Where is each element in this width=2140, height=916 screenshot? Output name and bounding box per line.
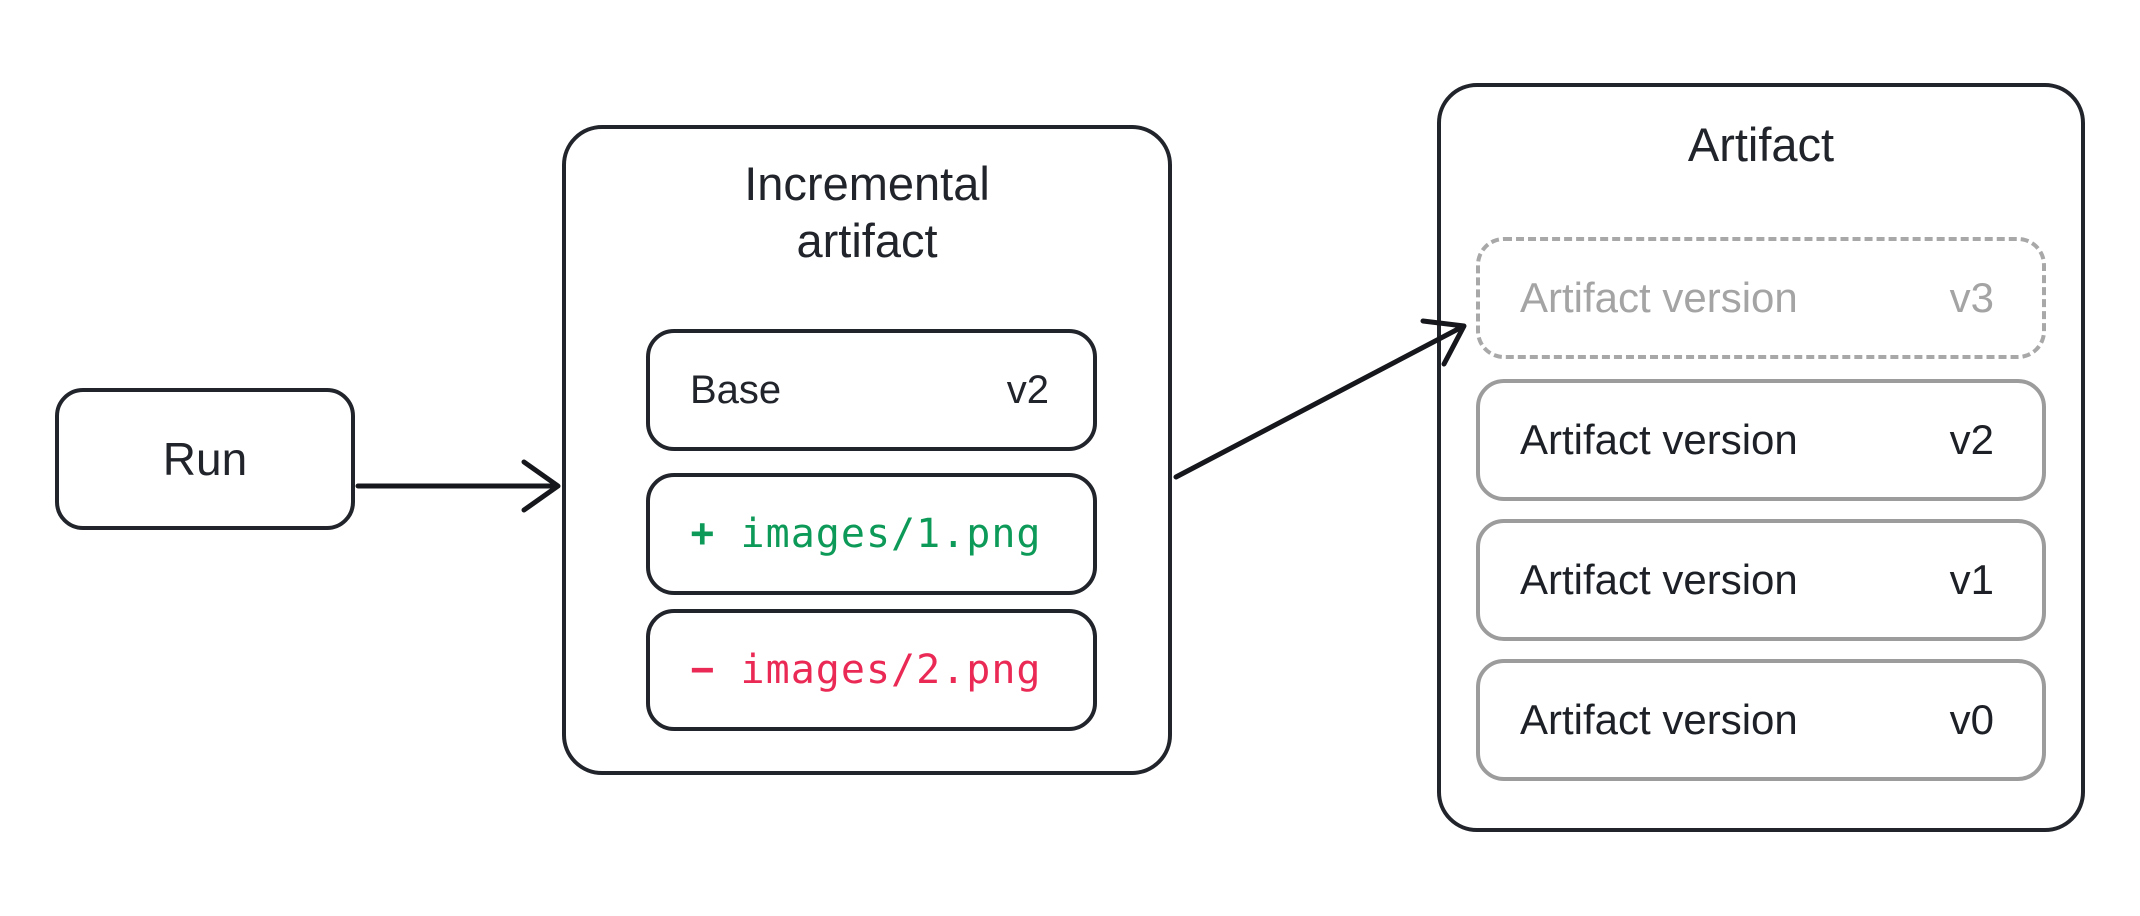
artifact-version-badge: v1 — [1949, 556, 1994, 603]
artifact-node: Artifact Artifact version v3 Artifact ve… — [1437, 83, 2085, 832]
artifact-version-label: Artifact version — [1520, 696, 1798, 743]
plus-icon: + — [690, 510, 715, 557]
incremental-title-line1: Incremental — [744, 157, 990, 210]
artifact-version-label: Artifact version — [1520, 416, 1798, 463]
arrow-run-to-incremental-head — [521, 459, 561, 513]
added-file-chip: + images/1.png — [646, 473, 1097, 595]
removed-file-path: images/2.png — [740, 647, 1042, 693]
arrow-incremental-to-artifact — [1173, 325, 1463, 480]
minus-icon: − — [690, 646, 715, 693]
artifact-version-label: Artifact version — [1520, 556, 1798, 603]
artifact-version-row: Artifact version v0 — [1476, 659, 2046, 781]
artifact-version-row: Artifact version v1 — [1476, 519, 2046, 641]
artifact-version-badge: v2 — [1949, 416, 1994, 463]
artifact-version-label: Artifact version — [1520, 274, 1798, 321]
run-label: Run — [162, 433, 248, 485]
incremental-artifact-title: Incremental artifact — [566, 155, 1168, 269]
incremental-title-line2: artifact — [796, 214, 938, 267]
removed-file-chip: − images/2.png — [646, 609, 1097, 731]
artifact-title: Artifact — [1687, 118, 1835, 171]
artifact-version-row: Artifact version v2 — [1476, 379, 2046, 501]
base-version-chip: Base v2 — [646, 329, 1097, 451]
artifact-version-row-pending: Artifact version v3 — [1476, 237, 2046, 359]
base-label: Base — [690, 367, 782, 412]
added-file-path: images/1.png — [740, 511, 1042, 557]
artifact-version-badge: v3 — [1949, 274, 1994, 321]
artifact-version-badge: v0 — [1949, 696, 1994, 743]
run-node: Run — [55, 388, 355, 530]
base-version-badge: v2 — [1006, 367, 1049, 412]
incremental-artifact-node: Incremental artifact Base v2 + images/1.… — [562, 125, 1172, 775]
